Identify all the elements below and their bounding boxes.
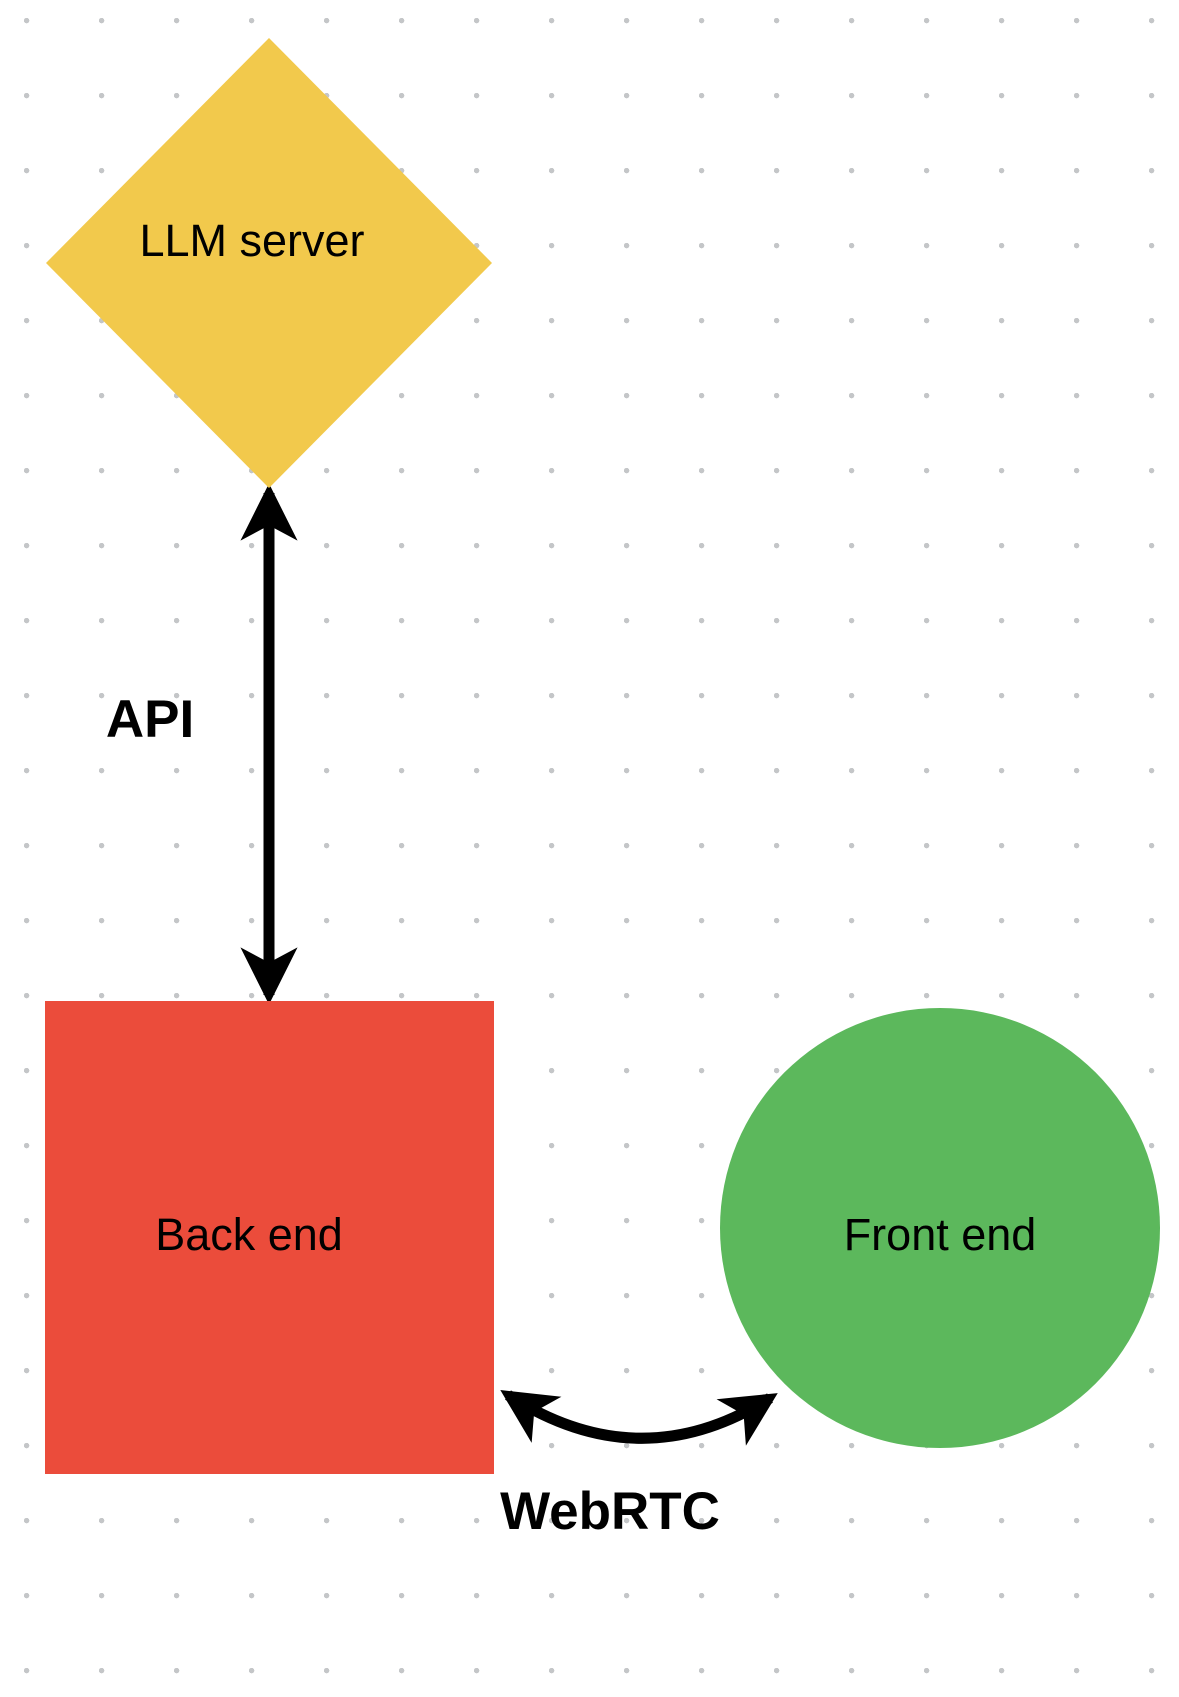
node-front-end[interactable]: Front end (720, 1008, 1160, 1448)
node-llm-server[interactable]: LLM server (46, 38, 492, 488)
node-back-end[interactable]: Back end (45, 1001, 494, 1474)
llm-server-diamond-shape (46, 38, 492, 488)
edge-webrtc-label: WebRTC (500, 1482, 720, 1541)
llm-server-label: LLM server (139, 215, 364, 266)
back-end-label: Back end (155, 1209, 343, 1260)
edge-webrtc-line (500, 1390, 778, 1446)
front-end-label: Front end (844, 1209, 1037, 1260)
edge-webrtc[interactable]: WebRTC (500, 1390, 778, 1541)
edge-api-label: API (106, 690, 194, 749)
back-end-rect-shape (45, 1001, 494, 1474)
front-end-circle-shape (720, 1008, 1160, 1448)
edge-api[interactable]: API (106, 483, 298, 1005)
